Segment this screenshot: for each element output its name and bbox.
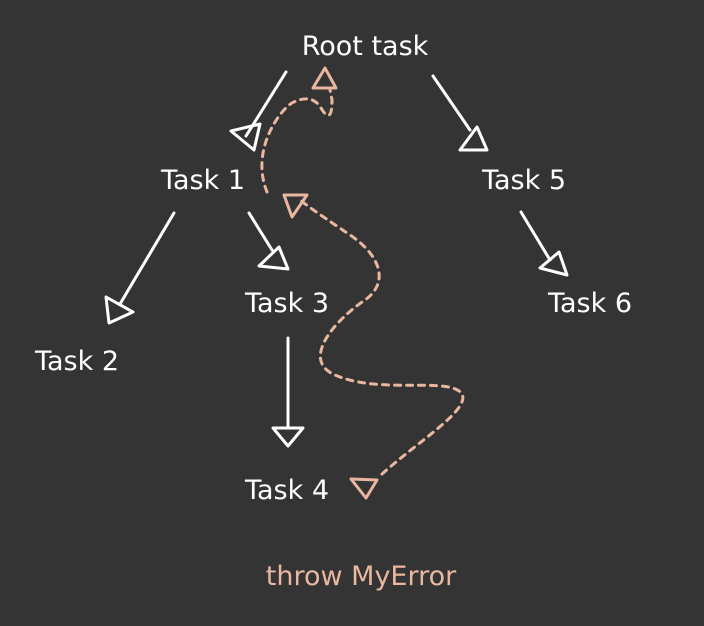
arrow-task1-to-task2: [104, 211, 176, 325]
arrow-task1-to-task3: [247, 211, 290, 271]
node-task-5: Task 5: [481, 165, 567, 196]
node-task-4: Task 4: [244, 475, 330, 506]
arrow-root-to-task1: [229, 70, 288, 152]
node-task-6: Task 6: [547, 288, 633, 319]
error-arrowhead-task1: [282, 193, 309, 219]
arrow-task3-to-task4: [271, 336, 305, 448]
arrow-root-to-task5: [431, 74, 489, 152]
node-task-3: Task 3: [244, 288, 330, 319]
arrow-task5-to-task6: [519, 210, 569, 277]
error-arrowhead-root: [311, 66, 338, 90]
error-arrowhead-task4: [349, 477, 379, 500]
node-task-1: Task 1: [160, 165, 246, 196]
error-path-task4-to-task1: [298, 198, 465, 476]
throw-error-label: throw MyError: [265, 561, 457, 592]
error-path-task1-to-root: [260, 88, 334, 194]
node-task-2: Task 2: [34, 346, 120, 377]
node-root-task: Root task: [301, 31, 429, 62]
